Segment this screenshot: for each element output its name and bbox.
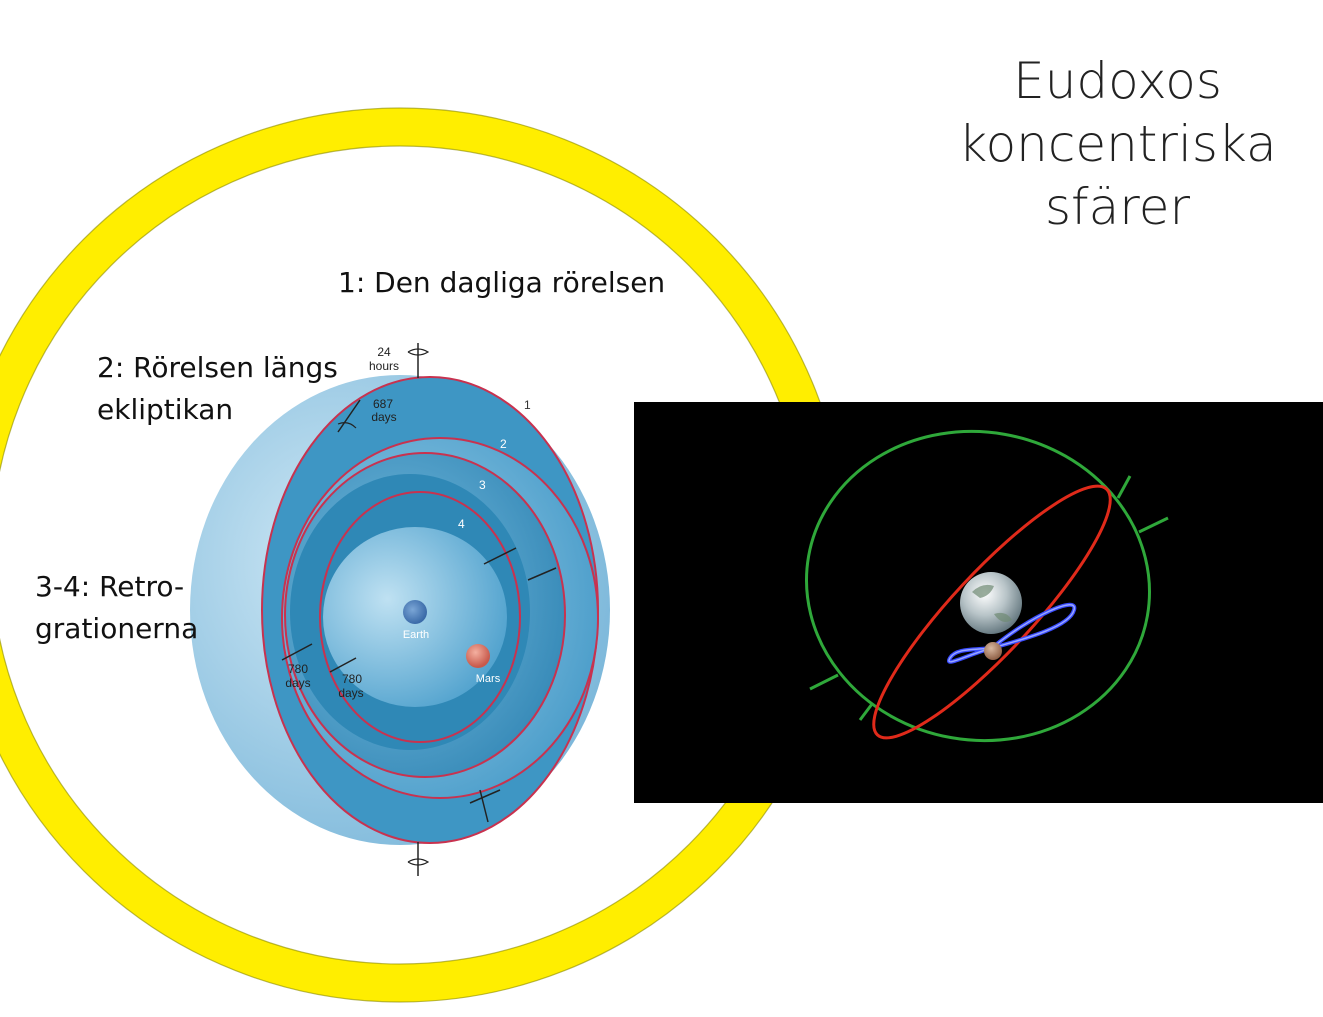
sphere-number-4: 4: [458, 517, 465, 531]
green-orbit: [805, 429, 1151, 743]
sphere-number-2: 2: [500, 437, 507, 451]
label-sphere-3-4-line-2: grationerna: [35, 612, 199, 645]
label-sphere-2-line-1: 2: Rörelsen längs: [97, 351, 338, 384]
earth-label: Earth: [403, 629, 429, 641]
label-sphere-3-4: 3-4: Retro- grationerna: [35, 566, 198, 650]
label-sphere-1: 1: Den dagliga rörelsen: [338, 266, 666, 299]
period-24-unit: hours: [369, 359, 399, 373]
period-780b: 780: [342, 672, 362, 686]
label-sphere-2: 2: Rörelsen längs ekliptikan: [97, 347, 338, 431]
mars-label: Mars: [476, 673, 501, 685]
period-687-unit: days: [371, 410, 396, 424]
label-sphere-2-line-2: ekliptikan: [97, 393, 234, 426]
title-line-1: Eudoxos: [1013, 52, 1222, 110]
slide-title: Eudoxos koncentriska sfärer: [940, 50, 1295, 239]
period-780a: 780: [288, 662, 308, 676]
earth-dot: [403, 600, 427, 624]
period-687: 687: [373, 397, 393, 411]
period-24: 24: [377, 345, 391, 359]
hippopede-animation: [805, 429, 1169, 743]
title-line-2: koncentriska: [958, 115, 1277, 173]
sphere-number-3: 3: [479, 478, 486, 492]
period-780a-unit: days: [285, 676, 310, 690]
animation-panel: [634, 402, 1323, 803]
period-780b-unit: days: [338, 686, 363, 700]
earth-globe: [960, 572, 1022, 634]
mars-dot: [466, 644, 490, 668]
sphere-number-1: 1: [524, 398, 531, 412]
title-line-3: sfärer: [1044, 178, 1191, 236]
mars-planet: [984, 642, 1002, 660]
label-sphere-3-4-line-1: 3-4: Retro-: [35, 570, 185, 603]
